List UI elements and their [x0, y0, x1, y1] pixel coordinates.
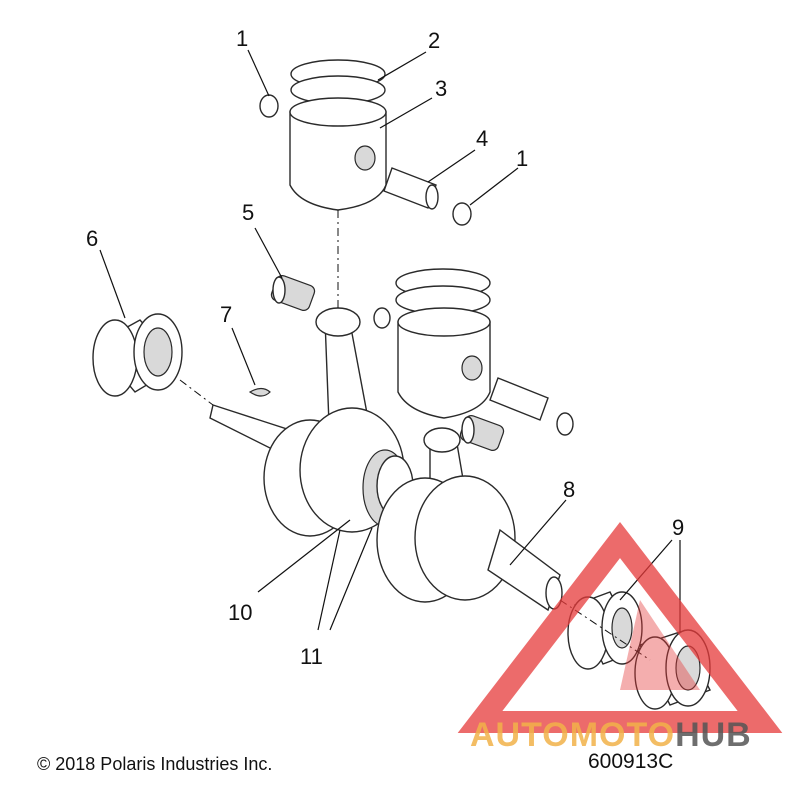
piston-lower — [397, 321, 491, 419]
callout-6: 6 — [86, 226, 98, 251]
leader-1a — [247, 49, 270, 97]
copyright-text: © 2018 Polaris Industries Inc. — [37, 754, 273, 774]
callout-7: 7 — [220, 302, 232, 327]
leader-2 — [377, 51, 427, 81]
leader-7 — [231, 327, 256, 386]
callout-9: 9 — [672, 515, 684, 540]
leader-10 — [257, 519, 351, 593]
leader-6 — [99, 249, 126, 319]
lower-piston-assembly — [373, 268, 574, 436]
upper-piston-assembly — [259, 59, 472, 226]
piston-pin-upper — [383, 167, 437, 209]
centerline-left-bearing — [179, 379, 214, 406]
crankshaft-right-shaft — [487, 528, 561, 612]
callout-2: 2 — [428, 28, 440, 53]
piston-lower-pin-bore — [461, 355, 483, 381]
drawing-number: 600913C — [588, 750, 674, 773]
piston-lower-crown — [397, 307, 491, 337]
callout-11: 11 — [300, 644, 323, 669]
callout-4: 4 — [476, 126, 488, 151]
leader-8 — [509, 499, 567, 566]
needle-bearing-lower — [459, 415, 505, 451]
callout-1-upper: 1 — [236, 26, 248, 51]
needle-bearing-upper — [270, 275, 316, 311]
leader-1b — [469, 167, 519, 206]
watermark-brand-part1: AUTOMOTO — [470, 716, 676, 754]
circlip-left — [259, 94, 279, 118]
woodruff-key — [248, 387, 271, 397]
watermark-brand-part2: HUB — [675, 716, 752, 754]
callout-5: 5 — [242, 200, 254, 225]
piston-pin-end — [425, 184, 439, 210]
piston-upper — [289, 111, 387, 211]
circlip-lower-left — [373, 307, 391, 329]
main-bearing-left — [92, 313, 183, 397]
callout-8: 8 — [563, 477, 575, 502]
callout-3: 3 — [435, 76, 447, 101]
leader-11b — [329, 527, 373, 631]
leader-4 — [427, 149, 476, 183]
piston-pin-lower — [489, 377, 549, 421]
piston-upper-pin-bore — [354, 145, 376, 171]
piston-upper-crown — [289, 97, 387, 127]
automotohub-watermark-logo — [457, 521, 783, 733]
crankshaft-assembly — [209, 307, 563, 612]
callout-10: 10 — [228, 600, 252, 625]
circlip-right — [452, 202, 472, 226]
con-rod-small-end-upper — [315, 307, 361, 337]
callout-1-right: 1 — [516, 146, 528, 171]
leader-11a — [317, 529, 341, 631]
circlip-lower-right — [556, 412, 574, 436]
watermark-brand-text: AUTOMOTOHUB — [470, 716, 752, 755]
con-rod-small-end-lower — [423, 427, 461, 453]
leader-3 — [379, 97, 433, 129]
leader-5 — [254, 227, 283, 279]
